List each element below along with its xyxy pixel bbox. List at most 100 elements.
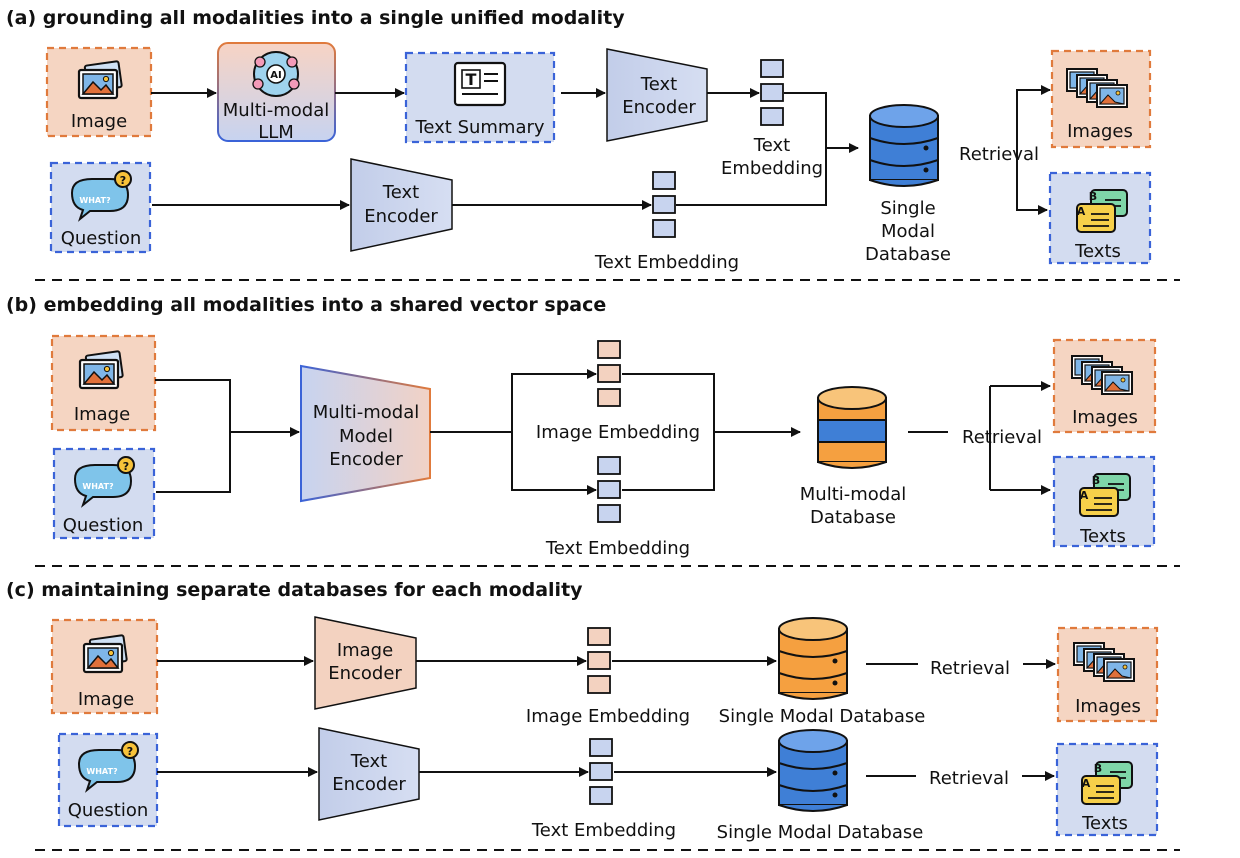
card-a-letter: A: [1077, 205, 1086, 218]
c-image-embedding: [587, 627, 611, 694]
a-picture-icon: [77, 60, 123, 100]
a-multimodal-llm: AI Multi-modal LLM: [217, 42, 336, 143]
c-picture-icon: [82, 634, 128, 674]
a-encoder-bottom-label-1: Text: [382, 182, 419, 203]
a-encoder-top-label-1: Text: [640, 74, 677, 95]
section-a-title: (a) grounding all modalities into a sing…: [6, 7, 625, 29]
a-llm-label-1: Multi-modal: [223, 100, 330, 121]
a-image-label: Image: [71, 111, 127, 132]
c-text-db-label: Single Modal Database: [717, 822, 924, 843]
section-c: (c) maintaining separate databases for e…: [6, 579, 1159, 843]
b-card-a-letter: A: [1080, 489, 1089, 502]
c-image-encoder: Image Encoder: [314, 616, 417, 710]
b-text-embedding-label: Text Embedding: [545, 538, 690, 559]
card-b-letter: B: [1089, 190, 1097, 203]
c-text-embedding: [589, 738, 613, 805]
c-text-encoder: Text Encoder: [318, 727, 420, 821]
b-images-label: Images: [1072, 407, 1138, 428]
b-question-bubble-text: WHAT?: [82, 482, 114, 491]
c-question-mark: ?: [127, 745, 133, 758]
c-card-a-letter: A: [1082, 777, 1091, 790]
a-image-input: Image: [45, 46, 153, 138]
a-db-label-3: Database: [865, 244, 951, 265]
c-text-database-icon: [778, 729, 848, 812]
question-bubble-text: WHAT?: [79, 196, 111, 205]
b-db-label-2: Database: [810, 507, 896, 528]
a-text-encoder-top: Text Encoder: [606, 48, 708, 142]
a-question-input: WHAT? ? Question: [49, 161, 152, 254]
a-embedding-bottom-label: Text Embedding: [594, 252, 739, 273]
b-text-embedding: [597, 456, 621, 523]
a-embedding-top-label-2: Embedding: [721, 158, 823, 179]
c-image-input: Image: [50, 618, 159, 715]
c-question-bubble-text: WHAT?: [86, 767, 118, 776]
a-question-label: Question: [61, 228, 142, 249]
section-a: (a) grounding all modalities into a sing…: [6, 7, 1152, 273]
a-single-modal-database-icon: [869, 104, 939, 187]
a-encoder-top-label-2: Encoder: [622, 97, 696, 118]
c-image-db-label: Single Modal Database: [719, 706, 926, 727]
b-question-label: Question: [63, 515, 144, 536]
b-encoder-label-3: Encoder: [329, 449, 403, 470]
ai-badge-text: AI: [270, 70, 281, 81]
a-images-label: Images: [1067, 121, 1133, 142]
b-edges: [155, 369, 1051, 495]
b-card-b-letter: B: [1092, 474, 1100, 487]
c-output-images: Images: [1056, 626, 1159, 723]
a-text-summary: T Text Summary: [404, 51, 556, 144]
a-db-label-1: Single: [880, 198, 935, 219]
a-output-images: Images: [1050, 49, 1152, 149]
ai-brain-icon: [252, 51, 300, 97]
c-image-embedding-label: Image Embedding: [526, 706, 690, 727]
c-question-label: Question: [68, 800, 149, 821]
b-picture-icon: [78, 350, 124, 390]
a-llm-label-2: LLM: [258, 122, 294, 143]
b-output-images: Images: [1052, 338, 1157, 434]
b-multimodal-encoder: Multi-modal Model Encoder: [300, 364, 431, 503]
a-db-label-2: Modal: [881, 221, 935, 242]
c-text-embedding-label: Text Embedding: [531, 820, 676, 841]
c-image-encoder-label-1: Image: [337, 640, 393, 661]
summary-document-icon: [453, 61, 507, 107]
c-text-encoder-label-1: Text: [350, 751, 387, 772]
a-texts-label: Texts: [1074, 241, 1121, 262]
c-output-texts: B A Texts: [1055, 742, 1159, 837]
c-retrieval-image-label: Retrieval: [930, 658, 1010, 679]
c-retrieval-text-label: Retrieval: [929, 768, 1009, 789]
c-question-input: WHAT? ? Question: [57, 732, 159, 828]
c-edges: [157, 656, 1056, 781]
b-question-mark: ?: [123, 460, 129, 473]
b-output-texts: B A Texts: [1052, 455, 1156, 548]
b-db-label-1: Multi-modal: [800, 484, 907, 505]
c-image-encoder-label-2: Encoder: [328, 663, 402, 684]
b-encoder-label-2: Model: [339, 426, 393, 447]
a-retrieval-label: Retrieval: [959, 144, 1039, 165]
b-texts-label: Texts: [1079, 526, 1126, 547]
c-image-label: Image: [78, 689, 134, 710]
a-text-encoder-bottom: Text Encoder: [350, 158, 453, 252]
section-b: (b) embedding all modalities into a shar…: [6, 294, 1157, 559]
a-encoder-bottom-label-2: Encoder: [364, 206, 438, 227]
section-b-title: (b) embedding all modalities into a shar…: [6, 294, 606, 316]
a-text-embedding-top: [760, 59, 784, 126]
a-text-embedding-bottom: [652, 171, 676, 238]
c-texts-label: Texts: [1081, 813, 1128, 834]
b-question-input: WHAT? ? Question: [52, 447, 156, 540]
a-output-texts: B A Texts: [1048, 171, 1152, 265]
b-image-input: Image: [50, 334, 157, 432]
summary-glyph: T: [466, 70, 477, 89]
b-image-embedding-label: Image Embedding: [536, 422, 700, 443]
b-image-embedding: [597, 340, 621, 407]
c-text-encoder-label-2: Encoder: [332, 774, 406, 795]
question-mark: ?: [120, 174, 126, 187]
b-image-label: Image: [74, 404, 130, 425]
c-images-label: Images: [1075, 696, 1141, 717]
a-summary-label: Text Summary: [414, 117, 544, 138]
a-embedding-top-label-1: Text: [753, 135, 790, 156]
b-multimodal-database-icon: [817, 386, 887, 469]
b-retrieval-label: Retrieval: [962, 427, 1042, 448]
a-edges: [151, 85, 1051, 215]
section-c-title: (c) maintaining separate databases for e…: [6, 579, 583, 601]
b-encoder-label-1: Multi-modal: [313, 402, 420, 423]
